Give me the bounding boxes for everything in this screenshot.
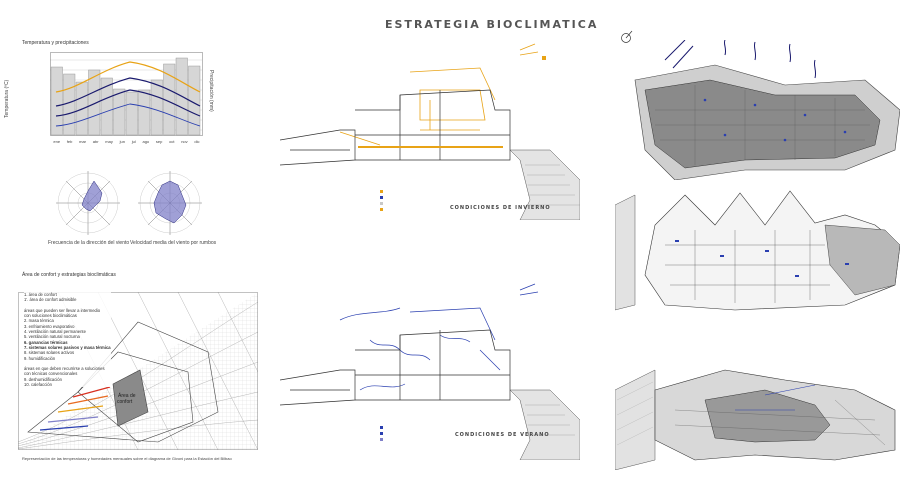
month-label: may (105, 139, 113, 144)
legend-item: 2. masa térmica (24, 318, 54, 324)
legend-item: 9. deshumidificación (24, 376, 62, 382)
legend-item: 5. ventilación natural nocturna (24, 334, 80, 340)
legend-item: 10. calefacción (24, 382, 52, 388)
month-axis: ene feb mar abr may jun jul ago sep oct … (50, 139, 203, 144)
summer-section-drawing (280, 283, 580, 460)
wind-rose-frequency (56, 171, 120, 235)
climate-ylabel-left: Temperatura (ºC) (4, 79, 10, 118)
givoni-psychrometric-chart (18, 292, 258, 451)
wind-speed-caption: Velocidad media del viento por rumbos (130, 240, 217, 246)
legend-item: 4. ventilación natural permanente (24, 329, 86, 335)
month-label: abr (92, 139, 99, 144)
month-label: sep (155, 139, 163, 144)
climate-heading: Temperatura y precipitaciones (22, 40, 89, 46)
climate-chart (50, 52, 203, 136)
wind-frequency-caption: Frecuencia de la dirección del viento (48, 240, 130, 246)
legend-item: 6. ganancias térmicas (24, 339, 68, 345)
legend-item: 1'. área de confort admisible (24, 297, 77, 303)
legend-item: 7. sistemas solares pasivos y masa térmi… (24, 344, 111, 350)
month-label: ene (53, 139, 61, 144)
strategy-legend: 1. área de confort 1'. área de confort a… (24, 292, 111, 388)
comfort-heading: Área de confort y estrategias bioclimáti… (22, 272, 116, 278)
month-label: oct (169, 139, 175, 144)
axonometric-top-ventilation (634, 40, 900, 180)
summer-conditions-label: CONDICIONES DE VERANO (455, 432, 550, 438)
month-label: jun (119, 139, 125, 144)
wind-rose-speed (138, 171, 202, 235)
page-title: ESTRATEGIA BIOCLIMATICA (385, 18, 599, 31)
legend-item: áreas en que deben recurrirse a solucion… (24, 366, 105, 372)
legend-item: 1. área de confort (24, 292, 57, 297)
month-label: dic (194, 139, 200, 144)
month-label: mar (79, 139, 87, 144)
month-label: feb (66, 139, 73, 144)
comfort-zone-label-1: Área de (118, 393, 136, 399)
legend-item: 8. sistemas solares activos (24, 350, 75, 356)
winter-section-drawing (280, 43, 580, 220)
legend-item: 9. humidificación (24, 355, 56, 361)
axonometric-bottom-exterior (615, 369, 896, 470)
month-label: nov (181, 139, 188, 144)
winter-conditions-label: CONDICIONES DE INVIERNO (450, 205, 551, 211)
axonometric-middle-plan (615, 190, 900, 311)
legend-item: 3. enfriamiento evaporativo (24, 323, 75, 329)
month-label: jul (131, 139, 136, 144)
month-label: ago (142, 139, 150, 144)
comfort-zone-label-2: confort (117, 399, 133, 405)
legend-item: con soluciones bioclimáticas (24, 313, 77, 319)
legend-item: áreas que pueden ser llevar a intermedio (24, 307, 101, 313)
comfort-caption: Representación de las temperaturas y hum… (22, 456, 232, 461)
legend-item: con técnicas convencionales (24, 371, 78, 377)
compass-icon (621, 30, 633, 43)
